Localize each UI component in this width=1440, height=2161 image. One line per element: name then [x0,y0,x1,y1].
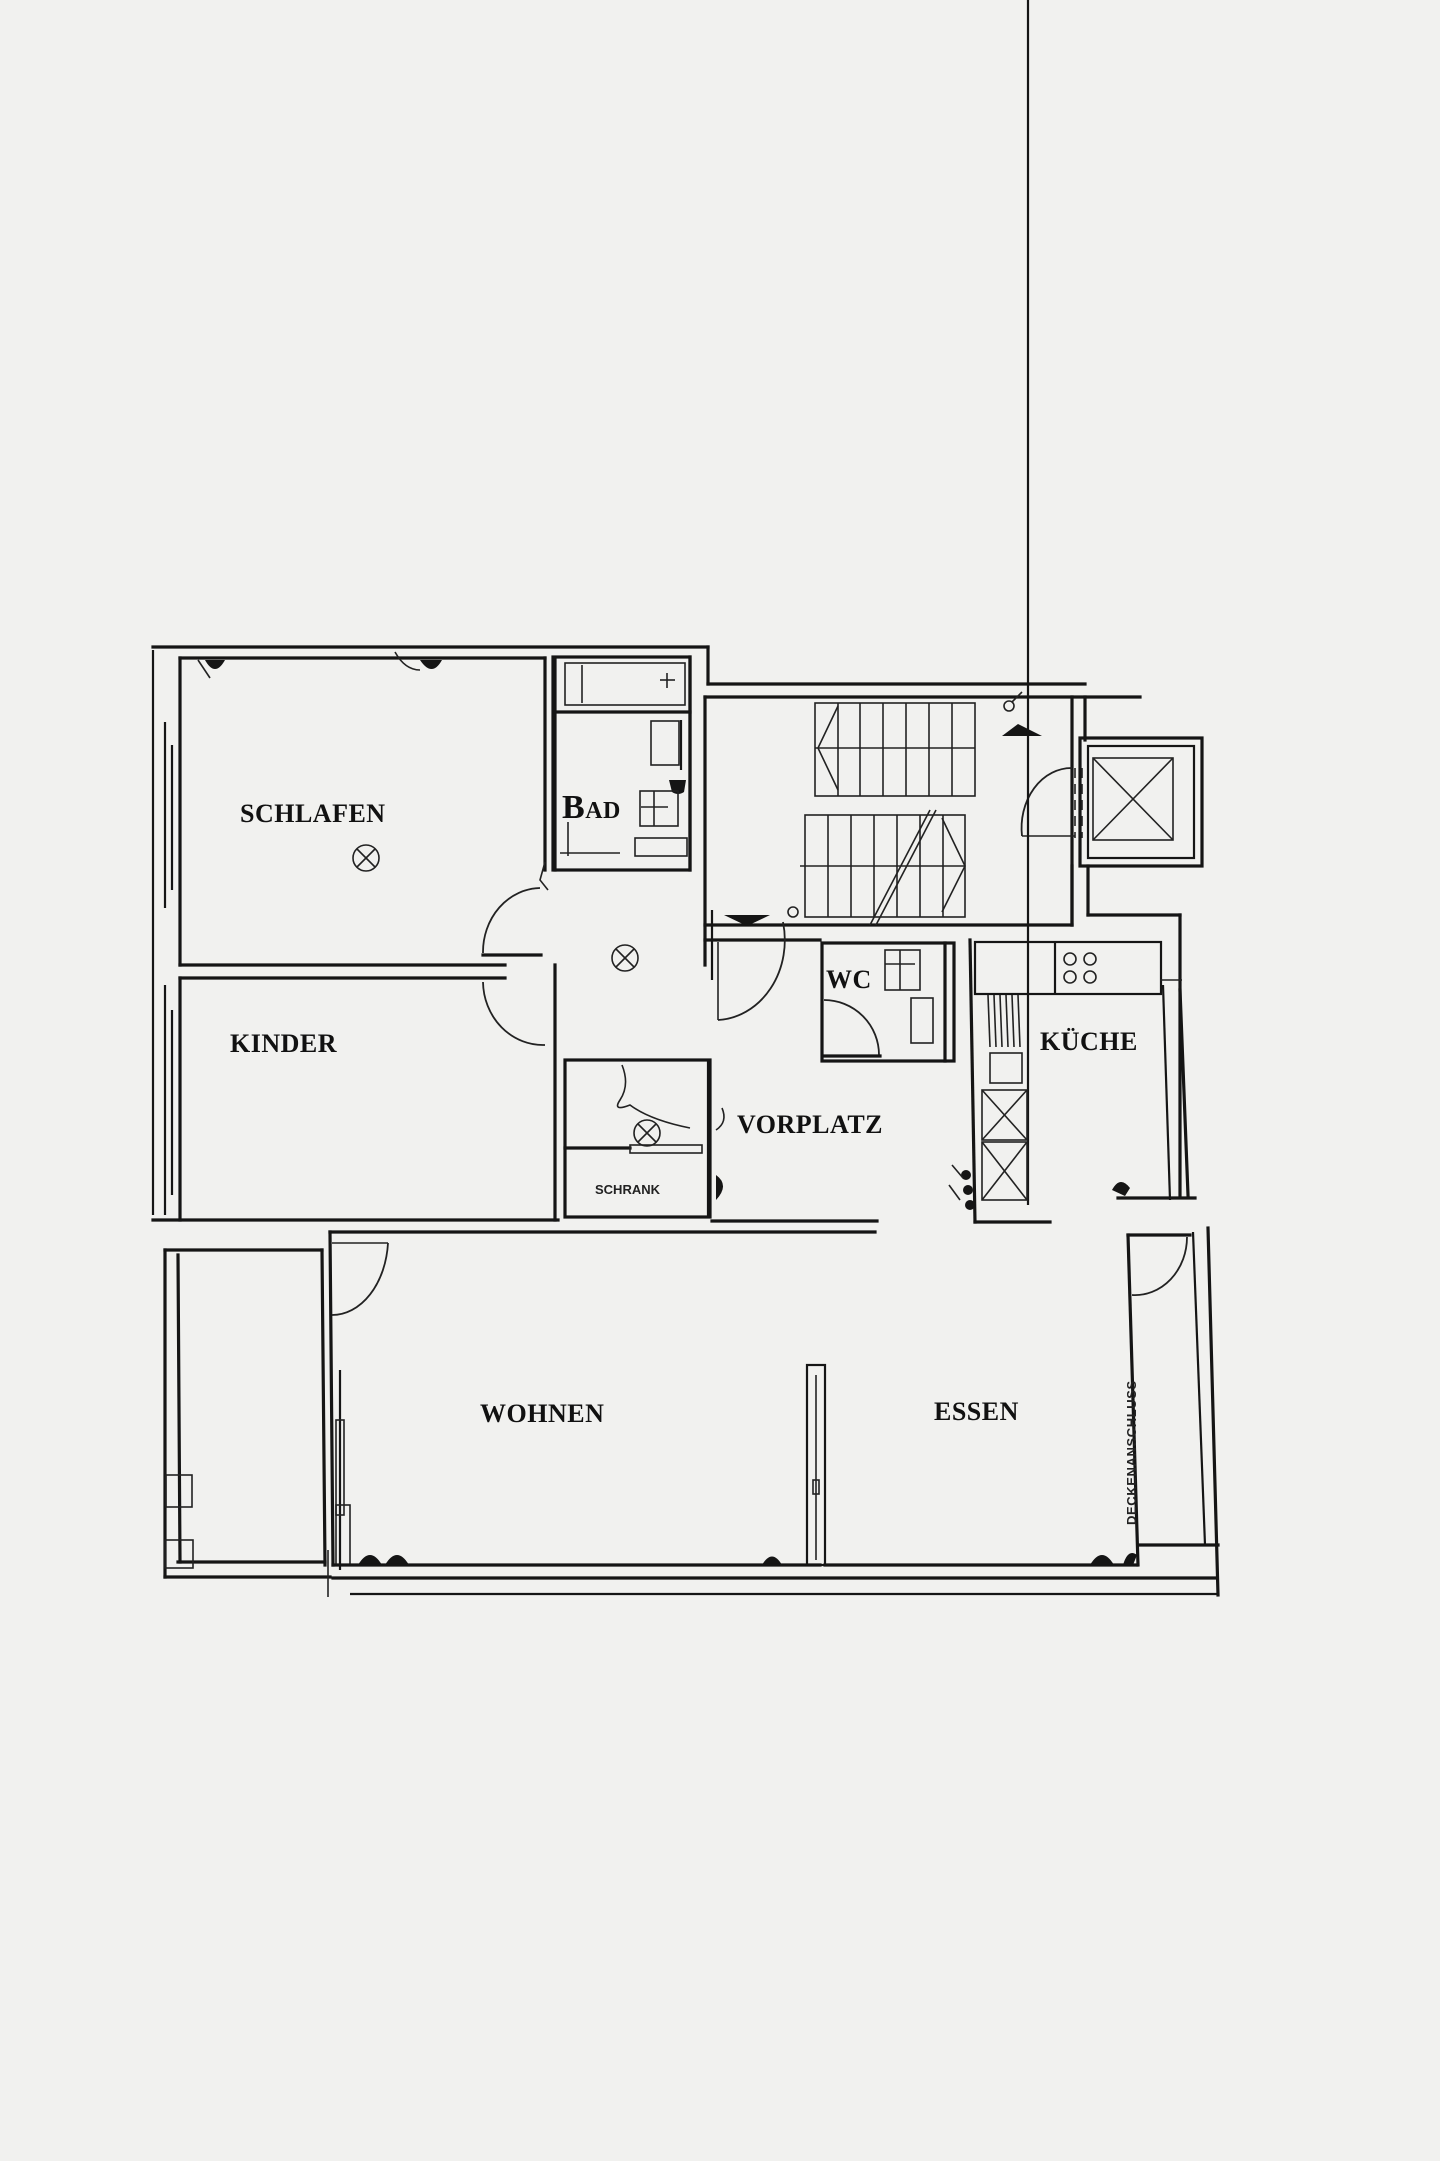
hall-upper [611,906,799,1021]
stair-steps-upper [837,703,953,796]
elevator-shaft [1020,736,1204,868]
ceiling-light-icon [352,844,380,872]
room-label-kinder: KINDER [230,1029,337,1058]
ceiling-light-icon [611,944,639,972]
socket-icon [1112,1181,1130,1196]
label-deckenanschluss: DECKENANSCHLUSS [1124,1380,1139,1525]
room-kinder: KINDER [230,963,557,1222]
room-kueche: KÜCHE [948,0,1197,1224]
stair-steps-lower [827,815,944,917]
room-label-schlafen: SCHLAFEN [240,799,386,828]
socket-icon [205,660,225,669]
room-label-bad: BAD [562,789,621,826]
room-label-bad-rest: AD [585,798,621,824]
stairs [724,691,1042,926]
room-storage-left [163,1248,332,1597]
room-schlafen: SCHLAFEN [197,651,549,957]
outer-walls [151,645,1142,1234]
room-wc: WC [820,941,956,1063]
room-label-kueche: KÜCHE [1040,1027,1138,1056]
shower-tray [639,790,679,827]
bathroom-fixtures [553,662,692,857]
interior-walls-upper [543,655,1182,1197]
room-label-vorplatz: VORPLATZ [737,1110,883,1139]
room-label-bad-initial: B [562,789,585,826]
ceiling-light-icon [633,1119,661,1147]
room-label-schrank: SCHRANK [595,1182,661,1197]
room-label-essen: ESSEN [934,1397,1019,1426]
socket-icon [420,660,442,669]
room-label-wc: WC [826,965,872,994]
room-label-wohnen: WOHNEN [480,1399,604,1428]
room-essen: ESSEN [805,1363,1139,1567]
sink-icon [987,994,1021,1048]
stove-icon [1063,952,1097,984]
washbasin [650,720,680,766]
room-loggia-right: DECKENANSCHLUSS [1124,1226,1220,1597]
stair-down-arrow-icon [724,915,770,926]
room-schrank: SCHRANK [563,1058,879,1223]
stair-up-arrow-icon [1002,724,1042,736]
socket-icon [716,1175,723,1200]
bathtub [564,662,686,706]
room-wohnen: WOHNEN [328,1230,1218,1596]
